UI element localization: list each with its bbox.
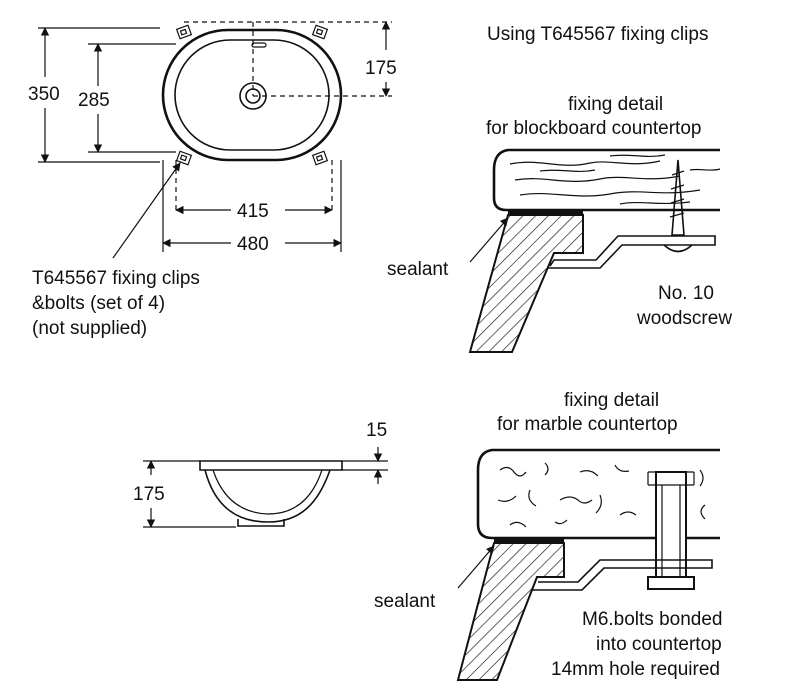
screw-note-line-2: woodscrew — [636, 308, 732, 329]
marble-fixing-detail: fixing detail for marble countertop — [374, 390, 723, 681]
marble-heading-line-2: for marble countertop — [497, 414, 678, 435]
dim-480-label: 480 — [237, 234, 269, 255]
bolt-note-line-1: M6.bolts bonded — [582, 609, 723, 630]
basin-plan-view: 350 285 175 415 480 T645567 fixing clips… — [28, 21, 397, 339]
bolt-note-line-3: 14mm hole required — [551, 659, 720, 680]
dim-15-label: 15 — [366, 420, 387, 441]
clip-note-line-2: &bolts (set of 4) — [32, 293, 165, 314]
basin-inner-bowl — [174, 39, 330, 151]
basin-side-view: 175 15 — [133, 420, 388, 528]
dim-415-label: 415 — [237, 201, 269, 222]
drawing-title: Using T645567 fixing clips — [487, 24, 708, 45]
blockboard-basin-wall — [468, 214, 584, 353]
fixing-clip-bottom-left — [175, 150, 193, 166]
blockboard-heading-line-2: for blockboard countertop — [486, 118, 701, 139]
blockboard-fixing-clip — [548, 235, 716, 269]
fixing-clip-top-right — [311, 24, 329, 40]
marble-fixing-clip — [532, 559, 713, 591]
woodscrew — [671, 159, 685, 236]
blockboard-sealant-label: sealant — [387, 259, 449, 280]
fixing-clip-bottom-right — [311, 150, 329, 166]
marble-sealant-strip — [494, 538, 564, 543]
overflow-slot — [251, 42, 267, 48]
screw-note-line-1: No. 10 — [658, 283, 714, 304]
clip-note-line-1: T645567 fixing clips — [32, 268, 200, 289]
basin-outer-rim — [161, 28, 343, 162]
bolt-nut — [647, 576, 695, 590]
marble-sealant-label: sealant — [374, 591, 436, 612]
m6-bolt — [655, 471, 687, 578]
blockboard-sealant-strip — [508, 210, 583, 215]
bolt-note-line-2: into countertop — [596, 634, 722, 655]
dim-175-side-label: 175 — [133, 484, 165, 505]
clip-note-line-3: (not supplied) — [32, 318, 147, 339]
marble-heading-line-1: fixing detail — [564, 390, 659, 411]
blockboard-fixing-detail: fixing detail for blockboard countertop … — [387, 94, 732, 353]
dim-350-label: 350 — [28, 84, 60, 105]
marble-countertop — [476, 448, 720, 540]
dim-285-label: 285 — [78, 90, 110, 111]
blockboard-heading-line-1: fixing detail — [568, 94, 663, 115]
blockboard-countertop — [492, 148, 720, 212]
marble-basin-wall — [456, 542, 565, 681]
dim-175-plan-label: 175 — [365, 58, 397, 79]
fixing-clip-top-left — [175, 24, 193, 40]
